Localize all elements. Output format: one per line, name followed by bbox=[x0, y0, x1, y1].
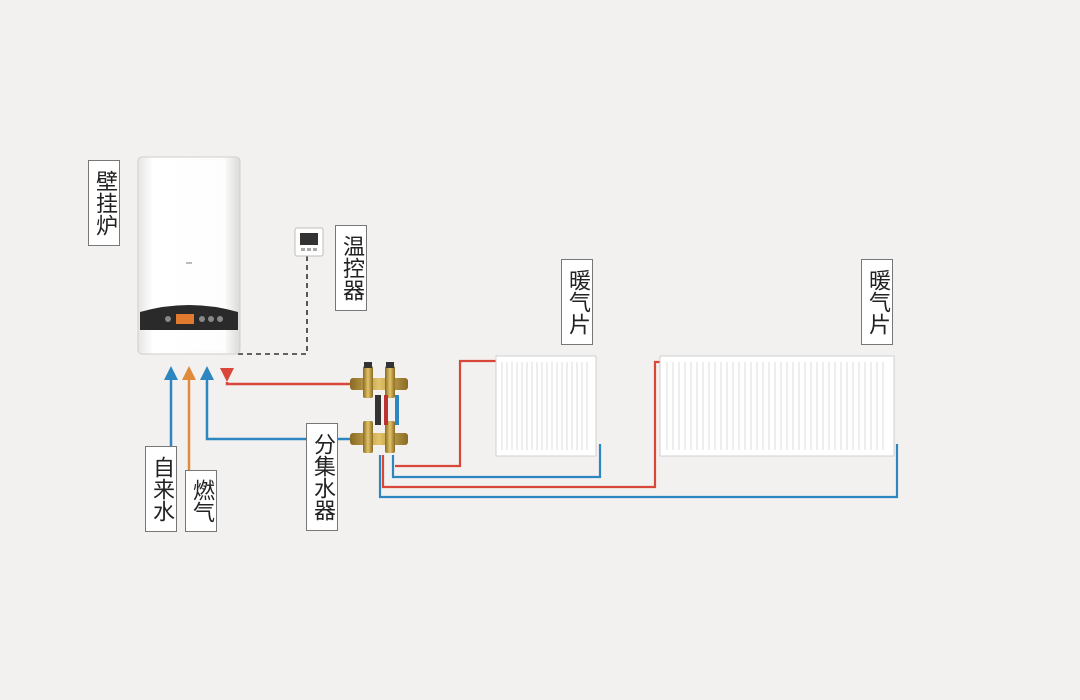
supply-pipe-radiator-2 bbox=[381, 360, 660, 489]
radiator-icon bbox=[659, 355, 895, 457]
return-pipe-radiator-2 bbox=[378, 444, 899, 499]
radiator-1-label: 暖气片 bbox=[561, 259, 593, 345]
radiator-2-label: 暖气片 bbox=[861, 259, 893, 345]
radiator-icon bbox=[495, 355, 597, 457]
supply-pipe-from-boiler bbox=[220, 368, 350, 386]
tap-water-pipe bbox=[164, 366, 178, 450]
manifold-icon bbox=[350, 362, 408, 453]
thermostat-icon bbox=[294, 227, 324, 257]
boiler-label: 壁挂炉 bbox=[88, 160, 120, 246]
control-wire bbox=[238, 256, 308, 355]
manifold-label: 分集水器 bbox=[306, 423, 338, 531]
tap-water-label: 自来水 bbox=[145, 446, 177, 532]
supply-pipe-radiator-1 bbox=[395, 359, 496, 468]
wall-boiler-icon bbox=[137, 156, 241, 355]
return-pipe-to-boiler bbox=[200, 366, 350, 441]
thermostat-label: 温控器 bbox=[335, 225, 367, 311]
gas-label: 燃气 bbox=[185, 470, 217, 532]
return-pipe-radiator-1 bbox=[391, 444, 602, 479]
gas-pipe bbox=[182, 366, 196, 472]
